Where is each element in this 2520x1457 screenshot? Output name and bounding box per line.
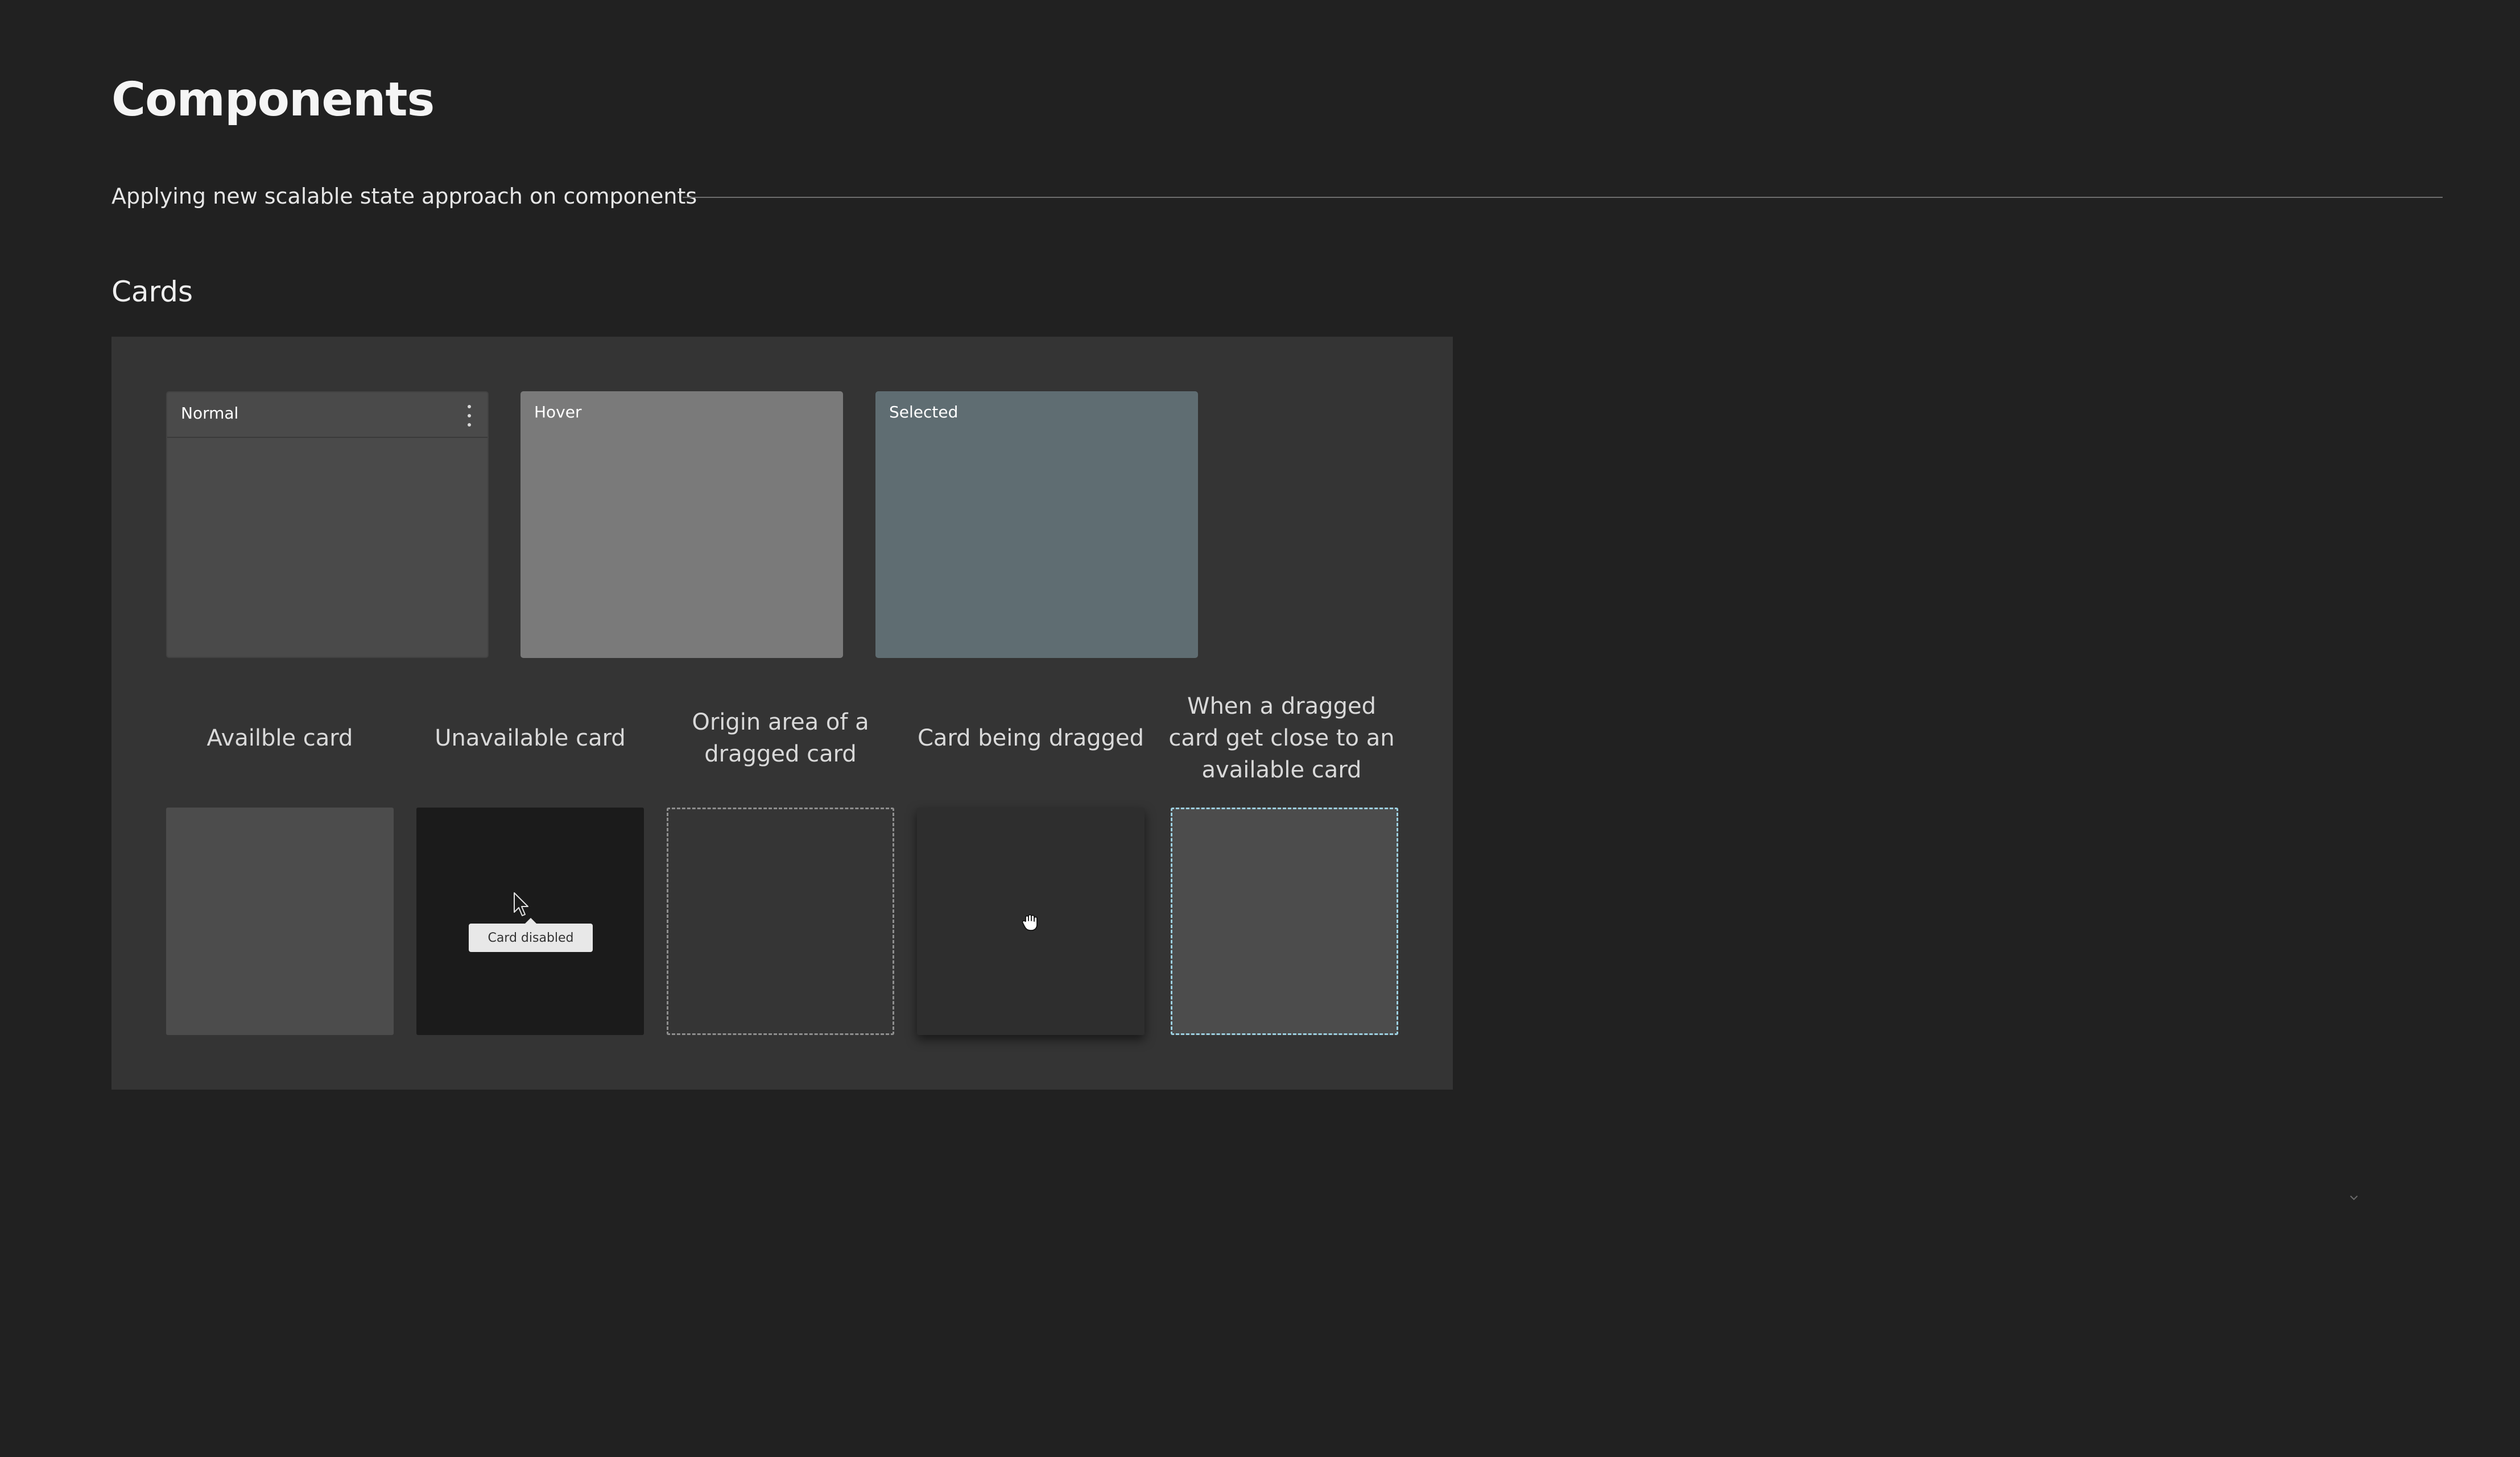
card-hover-label: Hover (534, 403, 582, 421)
card-header-divider (167, 437, 488, 438)
grab-hand-icon (1022, 914, 1038, 931)
card-normal-label: Normal (181, 404, 239, 423)
card-origin-placeholder (667, 808, 894, 1035)
caption-drop-target: When a dragged card get close to an avai… (1168, 693, 1395, 783)
pointer-arrow-icon (514, 892, 528, 916)
more-vertical-icon[interactable] (462, 405, 476, 427)
page-subtitle: Applying new scalable state approach on … (111, 184, 697, 209)
card-normal[interactable]: Normal (166, 391, 489, 658)
card-unavailable: Card disabled (416, 808, 644, 1035)
card-available[interactable] (166, 808, 394, 1035)
caption-unavailable-card: Unavailable card (435, 725, 626, 751)
card-selected-label: Selected (889, 403, 959, 421)
chevron-down-icon (2350, 1195, 2358, 1201)
caption-available-card: Availble card (206, 725, 353, 751)
caption-card-dragged: Card being dragged (918, 725, 1144, 751)
section-divider (683, 197, 2443, 198)
card-hover[interactable]: Hover (520, 391, 843, 658)
caption-origin-area: Origin area of a dragged card (692, 709, 869, 767)
card-selected[interactable]: Selected (875, 391, 1198, 658)
card-being-dragged[interactable] (917, 808, 1145, 1035)
section-title-cards: Cards (111, 275, 193, 308)
page-title: Components (111, 73, 435, 127)
card-drop-target[interactable] (1171, 808, 1398, 1035)
card-disabled-tooltip: Card disabled (469, 918, 593, 952)
